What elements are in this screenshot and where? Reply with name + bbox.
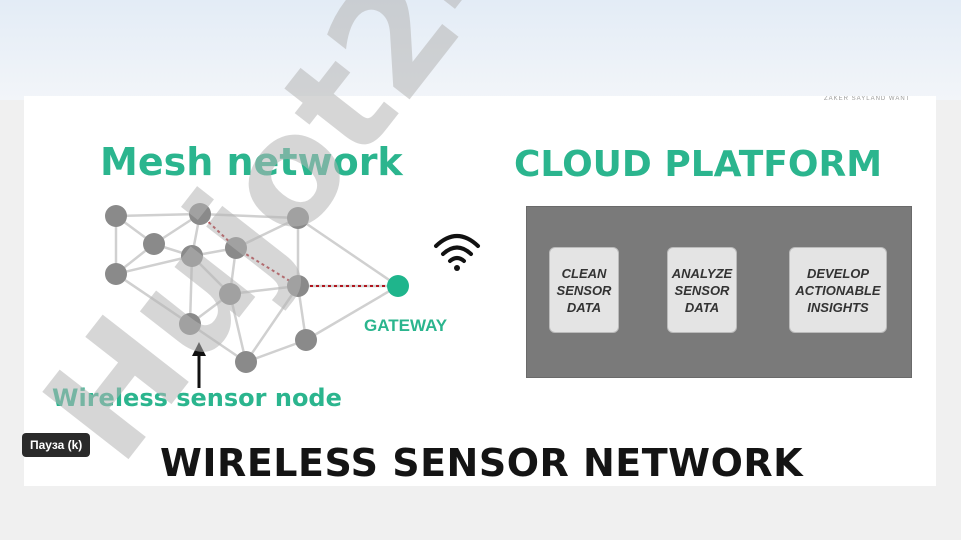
sensor-node — [143, 233, 165, 255]
gateway-node — [387, 275, 409, 297]
cloud-platform-title: CLOUD PLATFORM — [514, 144, 883, 185]
header-band — [0, 0, 961, 100]
clean-sensor-data-card: CLEAN SENSOR DATA — [549, 247, 619, 333]
arrow-up-icon — [192, 342, 206, 388]
card-line: DATA — [684, 299, 720, 315]
card-line: DATA — [566, 299, 602, 315]
sensor-node — [179, 313, 201, 335]
main-title: WIRELESS SENSOR NETWORK — [160, 441, 804, 485]
develop-insights-card: DEVELOP ACTIONABLE INSIGHTS — [789, 247, 887, 333]
card-line: SENSOR — [674, 282, 730, 298]
wifi-icon — [434, 234, 480, 271]
sensor-node — [219, 283, 241, 305]
sensor-node — [189, 203, 211, 225]
pause-tooltip[interactable]: Пауза (k) — [22, 433, 91, 457]
card-line: INSIGHTS — [807, 299, 869, 315]
sensor-node — [295, 329, 317, 351]
sensor-node — [235, 351, 257, 373]
sensor-node — [105, 205, 127, 227]
card-line: CLEAN — [561, 265, 607, 281]
analyze-sensor-data-card: ANALYZE SENSOR DATA — [667, 247, 737, 333]
card-line: ACTIONABLE — [795, 282, 881, 298]
mesh-diagram — [105, 203, 480, 388]
sensor-node — [287, 207, 309, 229]
cloud-platform-panel: CLEAN SENSOR DATA ANALYZE SENSOR DATA DE… — [526, 206, 912, 378]
card-line: SENSOR — [556, 282, 612, 298]
sensor-node — [181, 245, 203, 267]
card-line: ANALYZE — [671, 265, 733, 281]
sensor-node — [225, 237, 247, 259]
sensor-node — [287, 275, 309, 297]
mesh-network-title: Mesh network — [100, 140, 403, 184]
gateway-label: GATEWAY — [364, 316, 448, 335]
sensor-node-label: Wireless sensor node — [52, 384, 342, 412]
sensor-nodes — [105, 203, 317, 373]
tiny-caption: ZAKER SAYLAND WANT — [824, 96, 911, 102]
slide-canvas: Mesh network CLOUD PLATFORM GATEWAY Wire… — [24, 96, 936, 486]
card-line: DEVELOP — [806, 265, 870, 281]
sensor-node — [105, 263, 127, 285]
